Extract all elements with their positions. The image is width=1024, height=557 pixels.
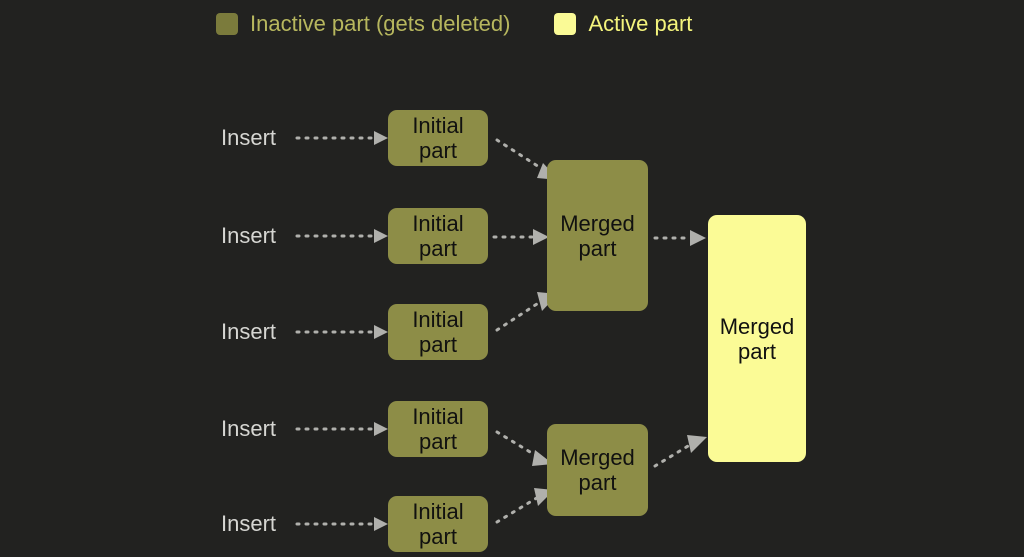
merged-part-box-2[interactable]: Merged part xyxy=(547,424,648,516)
legend-swatch-active-icon xyxy=(554,13,577,35)
legend: Inactive part (gets deleted) Active part xyxy=(216,9,692,39)
initial-part-4-line2: part xyxy=(419,429,457,454)
insert-label-5: Insert xyxy=(221,511,277,536)
arrow-merged-2-to-final xyxy=(653,435,707,468)
arrow-insert-to-initial-5 xyxy=(295,517,388,531)
initial-part-box-3[interactable]: Initial part xyxy=(388,304,488,360)
arrow-initial-5-to-merged-2 xyxy=(495,488,554,524)
arrow-insert-to-initial-4 xyxy=(295,422,388,436)
arrow-insert-to-initial-2 xyxy=(295,229,388,243)
initial-part-1-line2: part xyxy=(419,138,457,163)
merged-part-1-line2: part xyxy=(578,235,617,261)
final-merged-part-box[interactable]: Merged part xyxy=(708,215,806,462)
arrow-initial-4-to-merged-2 xyxy=(495,430,553,466)
legend-label-active: Active part xyxy=(588,11,693,36)
final-merged-part-line1: Merged xyxy=(719,313,795,339)
merged-part-box-1[interactable]: Merged part xyxy=(547,160,648,311)
insert-label-3: Insert xyxy=(221,319,277,344)
insert-label-1: Insert xyxy=(221,125,277,150)
insert-label-2: Insert xyxy=(221,223,277,248)
arrow-insert-to-initial-3 xyxy=(295,325,388,339)
arrow-insert-to-initial-1 xyxy=(295,131,388,145)
merged-part-1-line1: Merged xyxy=(560,210,635,236)
initial-part-5-line2: part xyxy=(419,524,457,549)
legend-item-active: Active part xyxy=(554,13,692,35)
legend-spacer xyxy=(510,24,554,25)
initial-part-box-1[interactable]: Initial part xyxy=(388,110,488,166)
arrow-merged-1-to-final xyxy=(653,230,706,246)
initial-part-box-5[interactable]: Initial part xyxy=(388,496,488,552)
initial-part-2-line1: Initial xyxy=(412,211,464,236)
initial-part-2-line2: part xyxy=(419,236,457,261)
legend-swatch-inactive-icon xyxy=(216,13,238,35)
final-merged-part-line2: part xyxy=(738,338,776,364)
merged-part-2-line2: part xyxy=(578,470,617,495)
insert-label-4: Insert xyxy=(221,416,277,441)
arrow-initial-2-to-merged-1 xyxy=(492,229,549,245)
legend-label-inactive: Inactive part (gets deleted) xyxy=(250,11,511,36)
initial-part-box-4[interactable]: Initial part xyxy=(388,401,488,457)
merged-part-2-line1: Merged xyxy=(560,445,635,470)
initial-part-1-line1: Initial xyxy=(412,113,464,138)
initial-part-box-2[interactable]: Initial part xyxy=(388,208,488,264)
initial-part-3-line2: part xyxy=(419,332,457,357)
initial-part-4-line1: Initial xyxy=(412,404,464,429)
initial-part-5-line1: Initial xyxy=(412,499,464,524)
initial-part-3-line1: Initial xyxy=(412,307,464,332)
legend-item-inactive: Inactive part (gets deleted) xyxy=(216,13,510,35)
